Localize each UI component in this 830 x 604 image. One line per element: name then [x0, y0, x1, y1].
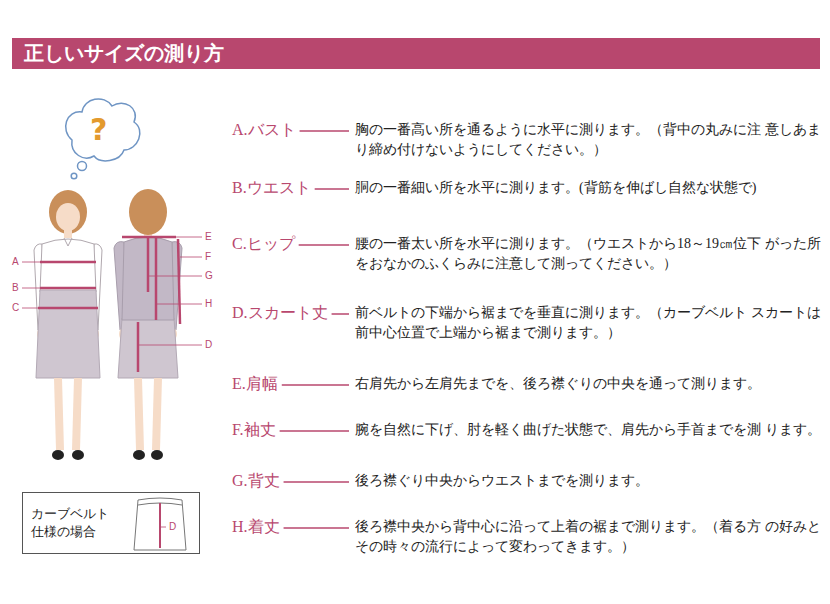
leader-line — [315, 188, 349, 190]
callout-letter: C — [12, 302, 19, 314]
measure-lines — [22, 237, 202, 372]
item-description: 胸の一番高い所を通るように水平に測ります。（背中の丸みに注 意しあまり締め付けな… — [355, 120, 821, 160]
leader-line — [300, 130, 349, 132]
front-figure — [34, 190, 102, 460]
leader-line — [282, 384, 349, 386]
item-description: 腰の一番太い所を水平に測ります。（ウエストから18～19㎝位下 がった所をおなか… — [355, 234, 821, 274]
item-description: 腕を自然に下げ、肘を軽く曲げた状態で、肩先から手首までを測 ります。 — [355, 420, 821, 440]
thought-bubble — [66, 99, 140, 179]
callout-letter: A — [12, 256, 19, 268]
item-name: A.バスト — [232, 120, 296, 140]
box-label: カーブベルト 仕様の場合 — [31, 505, 115, 541]
callout-letter: E — [205, 231, 212, 243]
callout-letter: D — [205, 339, 212, 351]
item-description: 右肩先から左肩先までを、後ろ襟ぐりの中央を通って測ります。 — [355, 374, 821, 394]
back-figure — [114, 189, 182, 460]
inset-box: カーブベルト 仕様の場合 — [22, 492, 200, 554]
item-name: C.ヒップ — [232, 234, 295, 254]
item-description: 前ベルトの下端から裾までを垂直に測ります。（カーブベルト スカートは前中心位置で… — [355, 303, 821, 343]
leader-line — [332, 313, 349, 315]
leader-line — [284, 481, 349, 483]
callout-letter: B — [12, 282, 19, 294]
item-description: 後ろ襟中央から背中心に沿って上着の裾まで測ります。（着る方 の好みとその時々の流… — [355, 517, 821, 557]
callout-letter: D — [169, 521, 176, 533]
item-name: F.袖丈 — [232, 420, 276, 440]
callout-letter: F — [205, 251, 211, 263]
item-name: E.肩幅 — [232, 374, 278, 394]
item-name: G.背丈 — [232, 471, 280, 491]
question-mark: ? — [90, 114, 107, 146]
leader-line — [284, 527, 349, 529]
item-name: D.スカート丈 — [232, 303, 328, 323]
leader-line — [299, 244, 349, 246]
skirt-sketch — [134, 498, 186, 550]
callout-letter: H — [205, 298, 212, 310]
page-title: 正しいサイズの測り方 — [24, 41, 224, 65]
title-band — [12, 38, 820, 69]
item-description: 胴の一番細い所を水平に測ります。(背筋を伸ばし自然な状態で) — [355, 178, 821, 198]
item-description: 後ろ襟ぐり中央からウエストまでを測ります。 — [355, 471, 821, 491]
item-name: H.着丈 — [232, 517, 280, 537]
callout-letter: G — [205, 270, 213, 282]
leader-line — [280, 430, 349, 432]
item-name: B.ウエスト — [232, 178, 311, 198]
